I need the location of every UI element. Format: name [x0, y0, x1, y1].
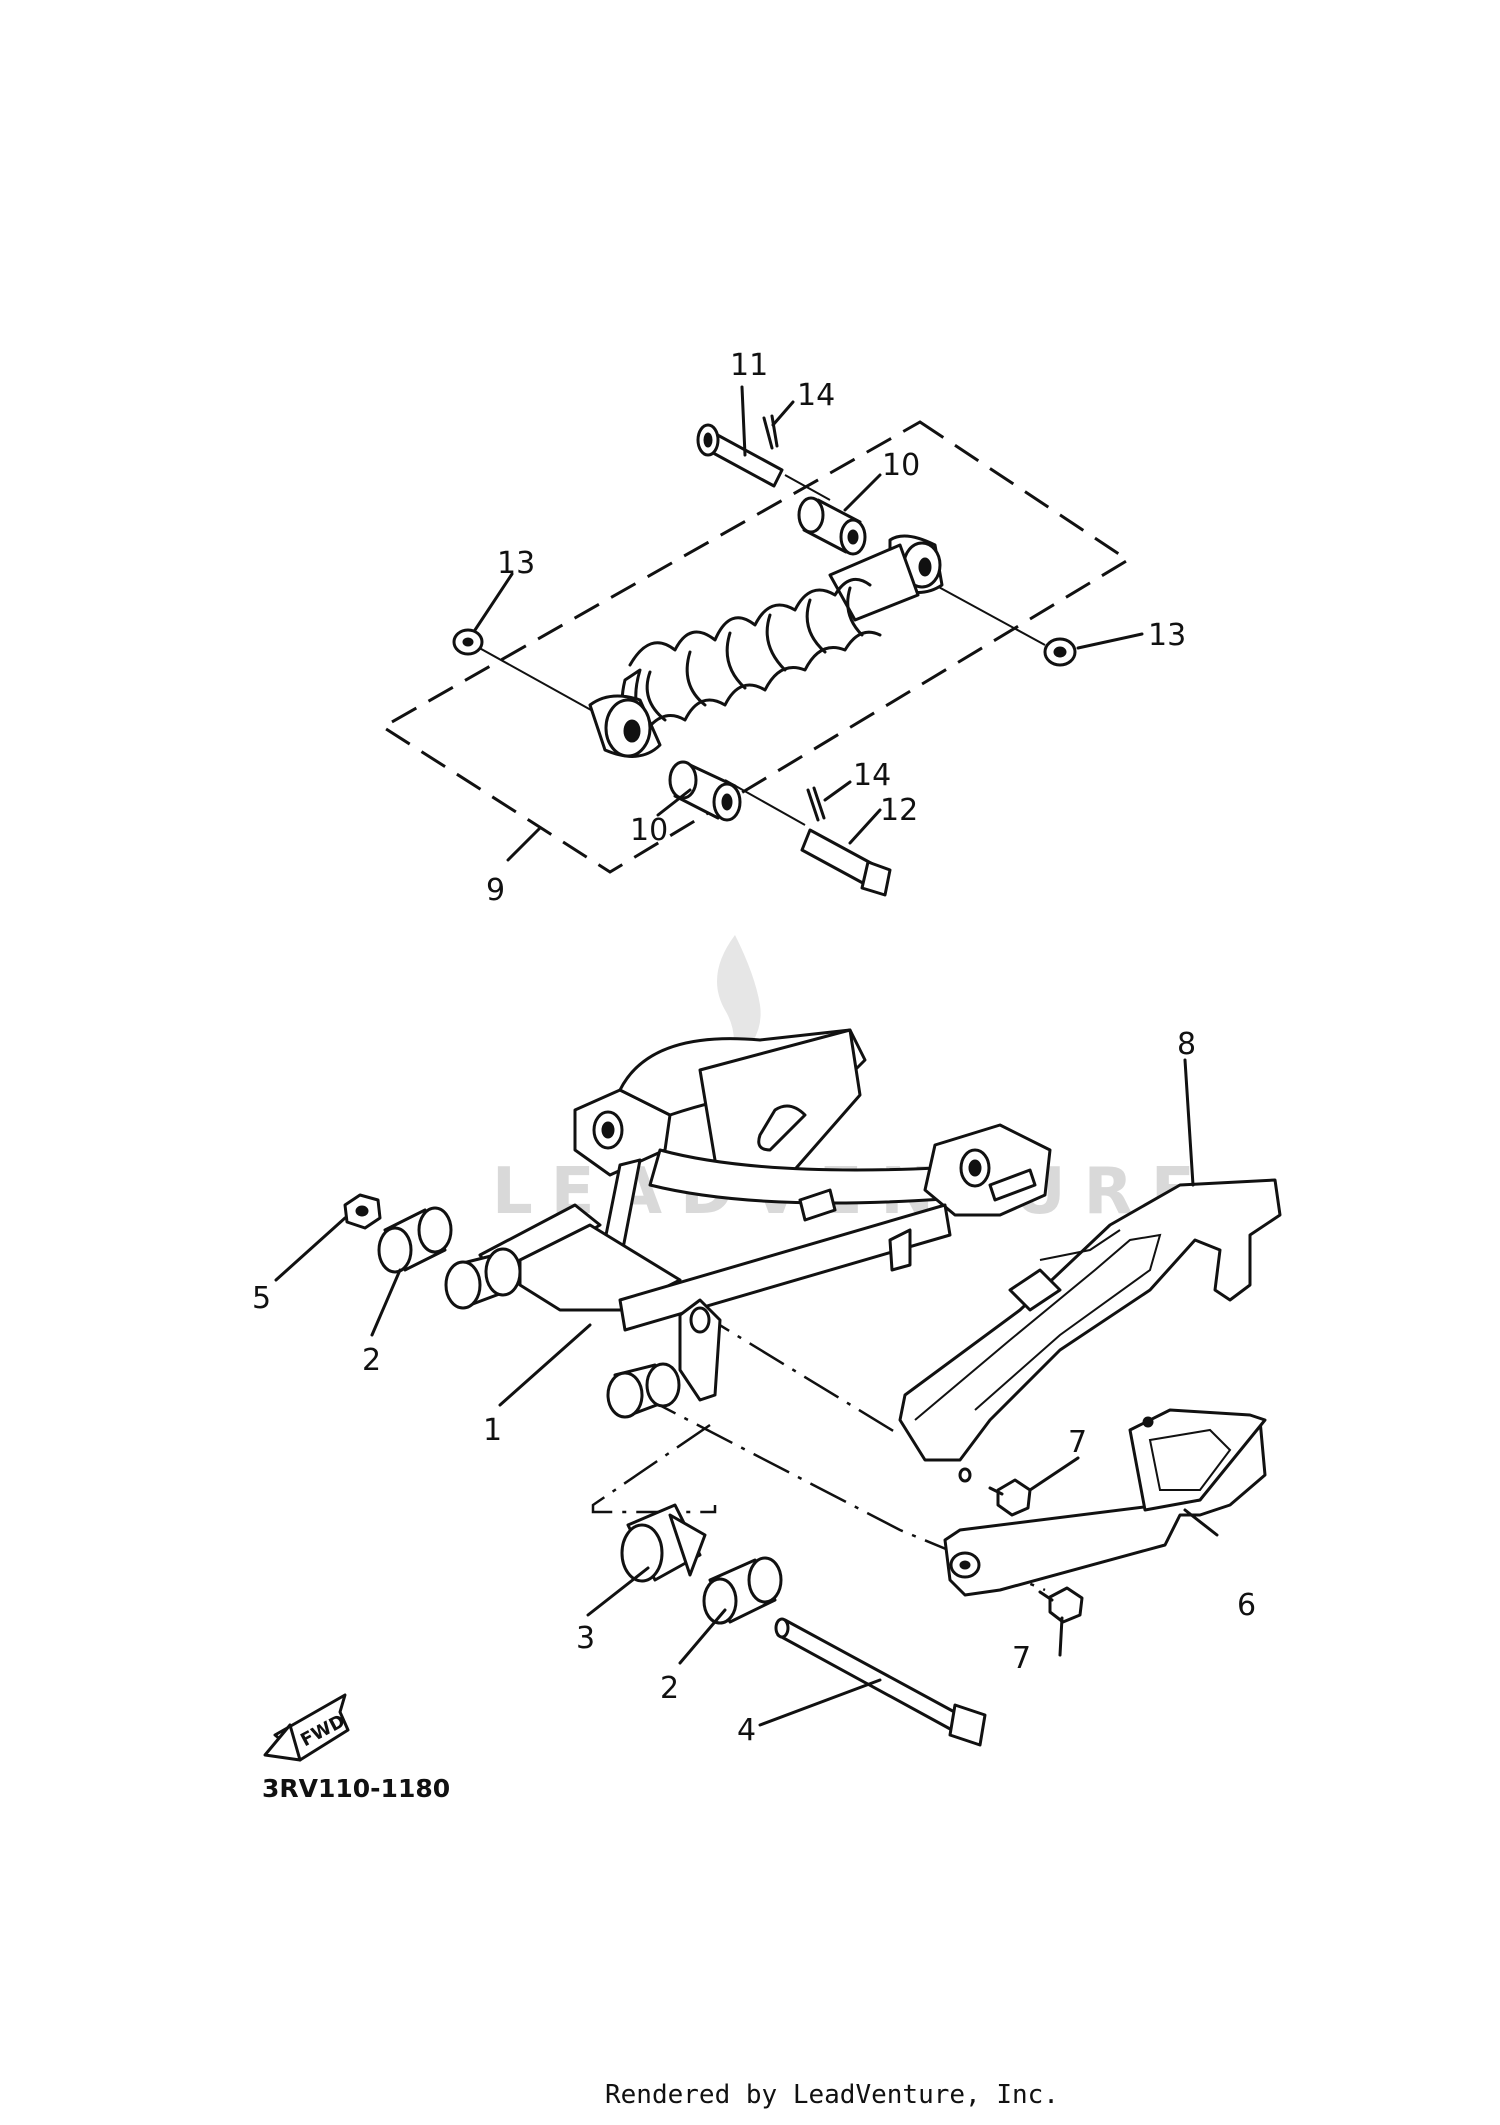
pivot-bushing-lower [702, 1556, 783, 1625]
callout-9: 9 [486, 873, 505, 908]
kit-boundary [380, 420, 1131, 874]
chain-guard [943, 1408, 1267, 1597]
axis-line [464, 639, 601, 716]
callout-13-left: 13 [497, 546, 535, 581]
callout-1: 1 [483, 1413, 502, 1448]
upper-bushing [797, 496, 867, 556]
callout-13-right: 13 [1148, 618, 1186, 653]
callout-11: 11 [730, 348, 768, 383]
leader-lines [274, 385, 1219, 1727]
callout-8: 8 [1177, 1027, 1196, 1062]
axis-line [724, 779, 806, 826]
callout-7-lower: 7 [1012, 1641, 1031, 1676]
pivot-collar [620, 1503, 707, 1583]
callout-14-lower: 14 [853, 758, 891, 793]
forward-arrow: FWD [263, 1693, 350, 1762]
callout-4: 4 [737, 1713, 756, 1748]
swingarm [478, 1028, 1052, 1402]
footer-credit: Rendered by LeadVenture, Inc. [605, 2080, 1059, 2110]
callout-6: 6 [1237, 1588, 1256, 1623]
pivot-nut [343, 1193, 382, 1230]
chain-case [898, 1178, 1282, 1483]
shock-absorber [588, 534, 944, 758]
callout-14-upper: 14 [797, 378, 835, 413]
pivot-bushing-upper [377, 1206, 453, 1274]
diagram-code: 3RV110-1180 [262, 1774, 450, 1803]
axis-line [694, 1308, 901, 1437]
callouts: 11 14 10 13 13 10 14 12 9 8 5 2 1 7 6 7 … [252, 348, 1256, 1748]
lower-cotter-pin [806, 786, 826, 822]
lower-bushing [668, 760, 742, 822]
axis-line [591, 1423, 717, 1514]
callout-2-upper: 2 [362, 1343, 381, 1378]
callout-5: 5 [252, 1281, 271, 1316]
callout-2-lower: 2 [660, 1671, 679, 1706]
callout-7-upper: 7 [1068, 1425, 1087, 1460]
lower-bolt [800, 828, 892, 897]
callout-10-upper: 10 [882, 448, 920, 483]
upper-left-washer [452, 628, 484, 656]
shock-assembly-group [380, 414, 1131, 897]
axis-line [934, 584, 1046, 646]
right-washer [1043, 637, 1077, 667]
pivot-shaft [774, 1617, 987, 1747]
swingarm-group [343, 1028, 1282, 1747]
axis-line [784, 474, 831, 501]
upper-bolt [696, 423, 784, 488]
chain-case-screw-upper [988, 1478, 1032, 1517]
upper-cotter-pin [762, 414, 779, 450]
callout-10-lower: 10 [630, 813, 668, 848]
callout-3: 3 [576, 1621, 595, 1656]
chain-guard-screw-lower [1038, 1586, 1084, 1624]
lower-pivot-boss [606, 1362, 681, 1419]
swingarm-pivot-boss [444, 1247, 522, 1310]
callout-12: 12 [880, 793, 918, 828]
